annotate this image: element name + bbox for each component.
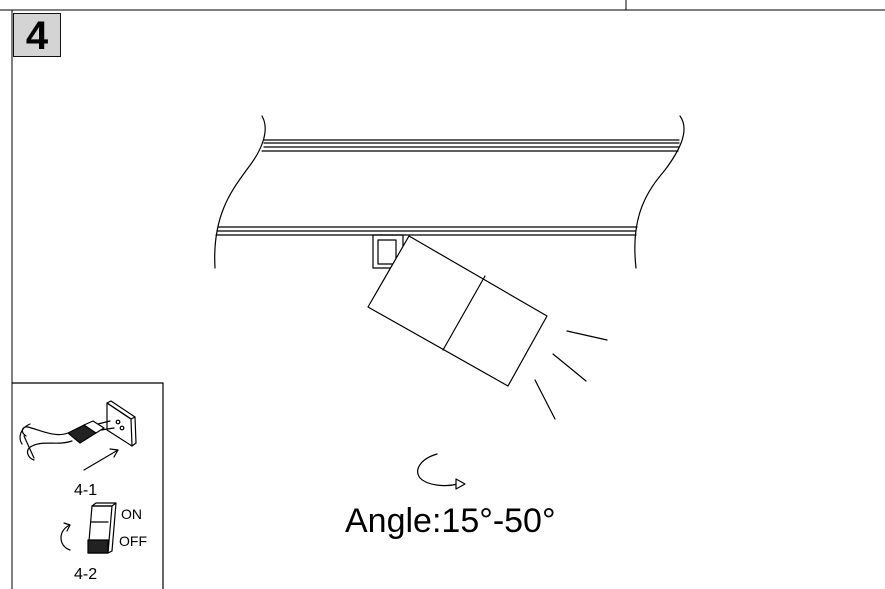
switch-icon (87, 502, 117, 554)
angle-caption: Angle:15°-50° (345, 502, 556, 540)
spotlight-head (367, 235, 548, 387)
insert-arrow-icon (83, 448, 119, 471)
rotate-arrow-icon (417, 453, 466, 490)
socket-icon (106, 400, 137, 447)
step-number: 4 (25, 14, 49, 58)
step-number-badge: 4 (13, 13, 61, 58)
plug-icon (19, 420, 115, 461)
inset-box (11, 382, 164, 589)
switch-step-label: 4-2 (74, 566, 98, 583)
plug-step-label: 4-1 (74, 482, 98, 499)
light-rays-icon (534, 330, 608, 420)
switch-on-label: ON (121, 506, 142, 522)
rotate-small-icon (60, 522, 71, 551)
switch-off-label: OFF (119, 533, 147, 549)
track-rail (214, 115, 685, 269)
